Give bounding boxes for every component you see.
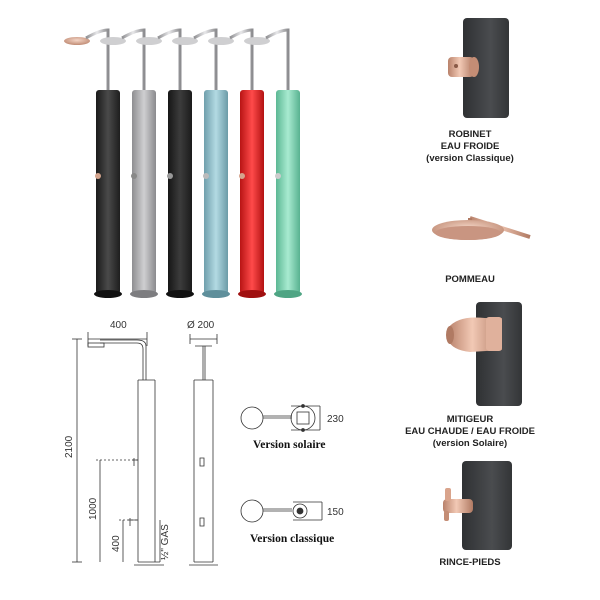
diameter-dimension-label: Ø 200 bbox=[187, 320, 215, 331]
robinet-label-line1: ROBINET bbox=[448, 129, 492, 140]
pommeau-label: POMMEAU bbox=[400, 274, 540, 286]
total-height-label: 2100 bbox=[64, 435, 75, 458]
solar-top-view bbox=[240, 404, 321, 432]
classic-dimension-label: 150 bbox=[327, 507, 344, 518]
mid-height-label: 1000 bbox=[88, 497, 99, 520]
rince-pieds-label-line1: RINCE-PIEDS bbox=[439, 557, 501, 568]
variant-green bbox=[244, 28, 302, 298]
variant-grey bbox=[100, 28, 158, 298]
gas-label: ½" GAS bbox=[160, 524, 171, 560]
mitigeur-label-line2: EAU CHAUDE / EAU FROIDE bbox=[405, 426, 535, 437]
side-view-drawing bbox=[189, 334, 218, 566]
variant-dark bbox=[136, 28, 194, 298]
variant-blue bbox=[172, 28, 230, 298]
robinet-label-line2: EAU FROIDE bbox=[440, 141, 500, 152]
robinet-label-line3: (version Classique) bbox=[426, 153, 514, 164]
variant-black bbox=[64, 28, 122, 298]
pommeau-label-line1: POMMEAU bbox=[445, 274, 495, 285]
robinet-label: ROBINET EAU FROIDE (version Classique) bbox=[400, 129, 540, 165]
front-view-drawing bbox=[72, 332, 164, 566]
rince-pieds-label: RINCE-PIEDS bbox=[400, 557, 540, 569]
solar-version-caption: Version solaire bbox=[253, 439, 326, 451]
low-height-label: 400 bbox=[111, 535, 122, 552]
mitigeur-label-line3: (version Solaire) bbox=[432, 438, 508, 449]
variant-red bbox=[208, 28, 266, 298]
mitigeur-illustration bbox=[446, 302, 522, 406]
mitigeur-label: MITIGEUR EAU CHAUDE / EAU FROIDE (versio… bbox=[395, 414, 545, 450]
solar-dimension-label: 230 bbox=[327, 414, 344, 425]
robinet-illustration bbox=[448, 18, 509, 118]
width-dimension-label: 400 bbox=[110, 320, 127, 331]
rince-pieds-illustration bbox=[443, 461, 512, 550]
classic-top-view bbox=[240, 499, 323, 523]
classic-version-caption: Version classique bbox=[250, 533, 334, 545]
pommeau-illustration bbox=[432, 216, 531, 240]
mitigeur-label-line1: MITIGEUR bbox=[446, 414, 494, 425]
